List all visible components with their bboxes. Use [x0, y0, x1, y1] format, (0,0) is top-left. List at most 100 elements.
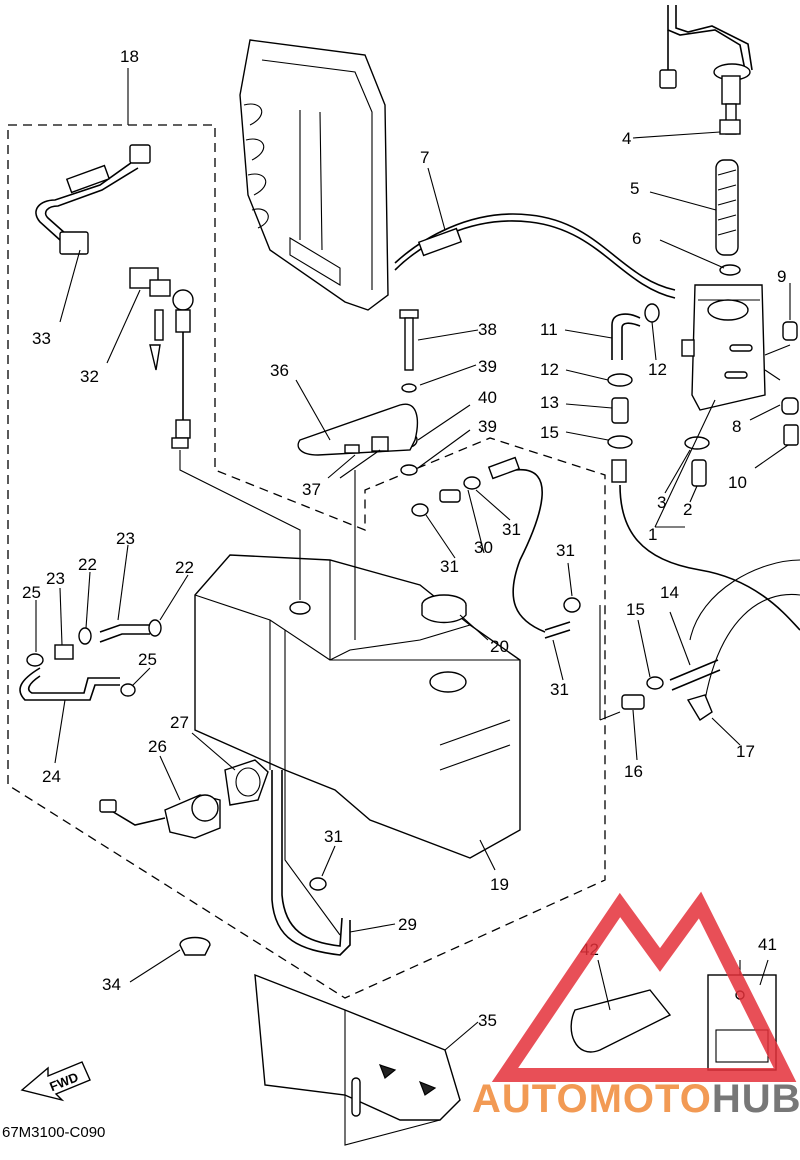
bracket-35 [254, 973, 461, 1146]
hose-30-end [487, 456, 521, 480]
callout-7: 7 [420, 148, 429, 167]
fitting-16 [621, 694, 645, 710]
callout-37: 37 [302, 480, 321, 499]
fitting-13 [611, 397, 629, 424]
hose-11 [611, 313, 641, 360]
clamp-31a [463, 476, 481, 490]
cap-27 [224, 759, 269, 806]
callout-6: 6 [632, 229, 641, 248]
clamp-25b [120, 683, 136, 697]
washer-6 [719, 264, 741, 276]
sensor-32 [129, 267, 194, 449]
callout-24: 24 [42, 767, 61, 786]
callout-30: 31 [550, 680, 569, 699]
tank-cover [239, 39, 389, 311]
clamp-22a [78, 627, 92, 645]
callout-39a: 39 [478, 357, 497, 376]
washer-39b [400, 464, 418, 476]
clamp-15b [646, 676, 664, 690]
callout-31c: 31 [556, 541, 575, 560]
callout-11: 11 [540, 320, 558, 339]
clamp-31d [309, 877, 327, 891]
fwd-arrow-icon: FWD [20, 1061, 91, 1102]
callout-38: 38 [478, 320, 497, 339]
bolt-10 [783, 424, 799, 446]
washer-39a [401, 383, 417, 393]
callout-15a: 15 [540, 423, 559, 442]
clamp-31c [563, 597, 581, 613]
callout-2: 2 [683, 500, 692, 519]
grommet-8 [781, 397, 799, 415]
callout-39b: 39 [478, 417, 497, 436]
hose-24 [19, 667, 120, 701]
hose-21 [99, 624, 150, 643]
oil-tank-19 [194, 554, 521, 936]
level-sensor-harness [659, 5, 753, 135]
part-2 [691, 459, 707, 487]
bag-42 [570, 989, 672, 1053]
clamp-31b [411, 503, 429, 517]
callout-labels: 18 4 5 6 7 9 11 12 12 13 15 8 10 3 2 1 3… [22, 47, 786, 1030]
callout-28: 29 [398, 915, 417, 934]
guide-line [179, 450, 301, 600]
callout-33: 33 [32, 329, 51, 348]
hose-30 [512, 469, 571, 639]
callout-35: 35 [478, 1011, 497, 1030]
clip-34 [179, 936, 211, 956]
callout-25b: 25 [138, 650, 157, 669]
fitting-29 [439, 489, 461, 503]
harness-33 [35, 144, 151, 255]
clip-17 [686, 694, 713, 721]
filter-5 [715, 159, 739, 256]
callout-1: 1 [648, 525, 657, 544]
watermark-logo [491, 891, 797, 1082]
callout-16: 16 [624, 762, 643, 781]
callout-15b: 15 [626, 600, 645, 619]
callout-22a: 22 [78, 555, 97, 574]
callout-41: 41 [758, 935, 777, 954]
guide-line-2 [599, 605, 621, 721]
callout-4: 4 [622, 129, 631, 148]
group-boundary-18 [7, 124, 606, 999]
callout-21: 23 [116, 529, 135, 548]
callout-26: 26 [148, 737, 167, 756]
grommet-9 [782, 321, 798, 341]
hose-end [611, 459, 627, 483]
hose-14 [669, 659, 721, 691]
hull-section [689, 559, 800, 701]
callout-10: 10 [728, 473, 747, 492]
joint-23 [54, 644, 74, 660]
hose-7 [394, 213, 676, 299]
callout-9: 9 [777, 267, 786, 286]
cap-20 [421, 594, 467, 624]
callout-20: 20 [490, 637, 509, 656]
sub-tank [681, 284, 791, 411]
callout-14: 14 [660, 583, 679, 602]
leader-lines [35, 68, 791, 1051]
return-hose [619, 484, 800, 631]
callout-40: 40 [478, 388, 497, 407]
callout-31b: 31 [440, 557, 459, 576]
clamp-22b [148, 619, 162, 637]
callout-32: 32 [80, 367, 99, 386]
clamp-12a [607, 373, 633, 387]
diagram-code: 67M3100-C090 [2, 1124, 105, 1141]
callout-18: 18 [120, 47, 139, 66]
callout-3: 3 [657, 493, 666, 512]
callout-17: 17 [736, 742, 755, 761]
callout-34: 34 [102, 975, 121, 994]
clamp-12b [644, 303, 660, 323]
callout-12a: 12 [540, 360, 559, 379]
callout-22b: 22 [175, 558, 194, 577]
band-36 [297, 403, 418, 456]
callout-27: 27 [170, 713, 189, 732]
hose-28 [271, 770, 351, 956]
callout-19: 19 [490, 875, 509, 894]
bolt-38 [399, 309, 419, 371]
callout-25a: 25 [22, 583, 41, 602]
callout-5: 5 [630, 179, 639, 198]
watermark-text: AUTOMOTOHUB [472, 1077, 800, 1121]
clamp-25a [26, 653, 44, 667]
pump-26 [99, 794, 221, 839]
